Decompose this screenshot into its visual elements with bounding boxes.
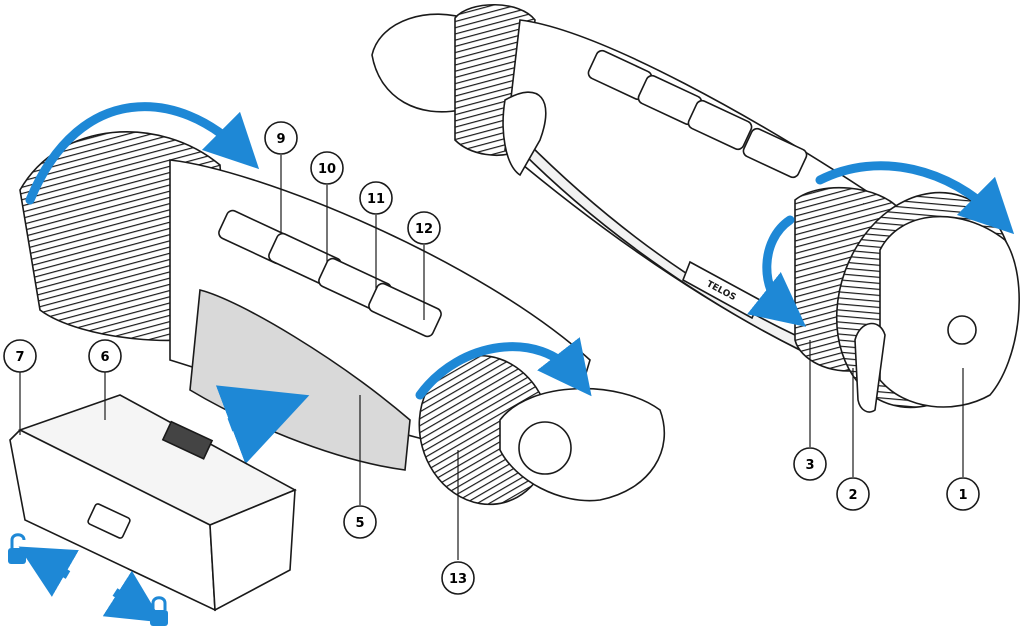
callout-10: 10: [310, 151, 344, 185]
usb-cover: [502, 91, 547, 177]
svg-text:1: 1: [958, 488, 967, 503]
rotation-arrow-right-left: [747, 215, 807, 327]
callout-7: 7: [3, 339, 37, 373]
down-button[interactable]: [367, 282, 443, 339]
battery-end-face: [209, 488, 296, 612]
battery-contacts: [161, 420, 214, 460]
svg-text:5: 5: [355, 516, 364, 531]
callout-2: 2: [836, 477, 870, 511]
callout-6: 6: [88, 339, 122, 373]
callout-13: 13: [441, 561, 475, 595]
callout-3: 3: [793, 447, 827, 481]
svg-text:7: 7: [15, 350, 24, 365]
callout-5: 5: [343, 505, 377, 539]
eyepiece-lens: [518, 421, 572, 475]
battery-latch[interactable]: [87, 503, 131, 539]
svg-text:10: 10: [318, 162, 336, 177]
rotation-arrow-right-top: [815, 161, 1015, 235]
button-row-side-view: [218, 209, 443, 339]
lens-cap: [879, 215, 1020, 408]
svg-text:6: 6: [100, 350, 109, 365]
svg-text:13: 13: [449, 572, 467, 587]
leader-lines: [19, 155, 964, 560]
svg-text:11: 11: [367, 192, 385, 207]
monocular-top-view: TELOS: [371, 3, 1020, 413]
svg-text:12: 12: [415, 222, 433, 237]
svg-text:2: 2: [848, 488, 857, 503]
rotation-arrow-left-bottom: [415, 337, 592, 400]
callout-1: 1: [946, 477, 980, 511]
cap-strap: [854, 322, 886, 413]
monocular-side-view: [19, 131, 666, 506]
lens-cap-logo: [947, 315, 977, 345]
unlock-arrow: [18, 546, 79, 597]
lock-arrow: [102, 570, 163, 623]
unlock-icon: [8, 533, 26, 564]
lock-icon: [150, 596, 168, 626]
callout-11: 11: [359, 181, 393, 215]
callout-12: 12: [407, 211, 441, 245]
svg-text:9: 9: [276, 132, 285, 147]
callout-9: 9: [264, 121, 298, 155]
button-row-top-view: [587, 49, 808, 179]
svg-text:3: 3: [805, 458, 814, 473]
battery-pack[interactable]: [9, 394, 297, 612]
insert-arrow: [215, 385, 310, 465]
rotation-arrow-left-top: [25, 102, 260, 205]
